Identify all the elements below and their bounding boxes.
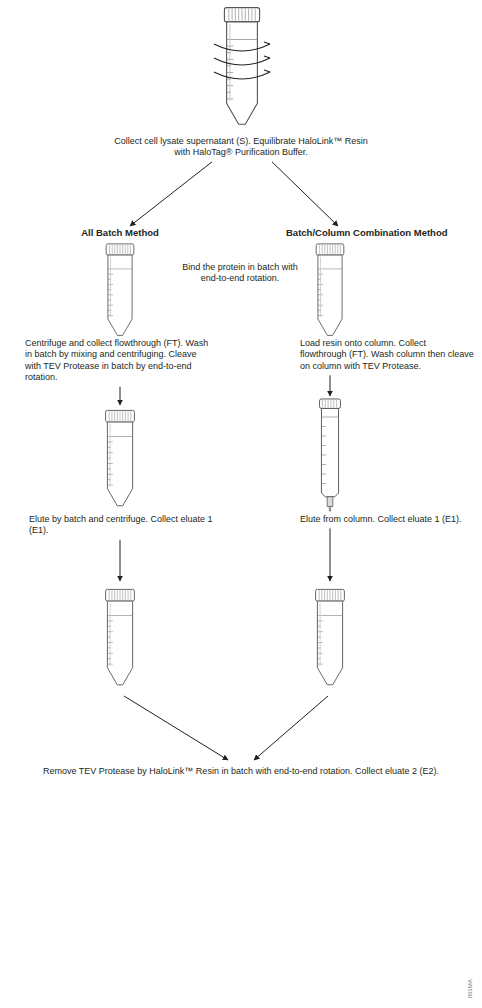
flow-arrow bbox=[330, 375, 331, 396]
tube bbox=[106, 589, 135, 684]
spin-arrowheads bbox=[264, 42, 270, 72]
column bbox=[320, 399, 341, 511]
step-block: Batch/Column Combination MethodLoad resi… bbox=[282, 227, 474, 372]
method-heading: Batch/Column Combination Method bbox=[282, 227, 474, 239]
flow-arrow bbox=[272, 162, 338, 226]
step-note: Bind the protein in batch with end-to-en… bbox=[172, 262, 308, 285]
merge-arrow bbox=[124, 696, 228, 760]
tube bbox=[316, 589, 345, 684]
tube bbox=[224, 8, 259, 125]
tube bbox=[106, 244, 134, 336]
flow-arrow bbox=[120, 540, 121, 581]
step-text: Elute from column. Collect eluate 1 (E1)… bbox=[282, 514, 474, 525]
flow-arrow bbox=[120, 387, 121, 405]
step-text: Load resin onto column. Collect flowthro… bbox=[282, 338, 474, 372]
step-block: Collect cell lysate supernatant (S). Equ… bbox=[110, 6, 372, 159]
method-heading: All Batch Method bbox=[25, 227, 215, 239]
step-text: Remove TEV Protease by HaloLink™ Resin i… bbox=[40, 766, 442, 777]
step-block: All Batch MethodCentrifuge and collect f… bbox=[25, 227, 215, 384]
step-text: Collect cell lysate supernatant (S). Equ… bbox=[110, 136, 372, 159]
tube bbox=[316, 244, 344, 336]
step-text: Centrifuge and collect flowthrough (FT).… bbox=[25, 338, 215, 384]
figure-code: 063MA bbox=[467, 964, 475, 1008]
step-block: Remove TEV Protease by HaloLink™ Resin i… bbox=[40, 582, 442, 777]
step-block: Elute from column. Collect eluate 1 (E1)… bbox=[282, 397, 474, 525]
merge-arrow bbox=[254, 696, 328, 760]
step-text: Elute by batch and centrifuge. Collect e… bbox=[25, 514, 215, 537]
step-block: Elute by batch and centrifuge. Collect e… bbox=[25, 406, 215, 537]
flow-arrow bbox=[330, 528, 331, 581]
flow-arrow bbox=[130, 162, 212, 226]
spin-arrows bbox=[214, 44, 270, 79]
tube bbox=[106, 410, 135, 505]
